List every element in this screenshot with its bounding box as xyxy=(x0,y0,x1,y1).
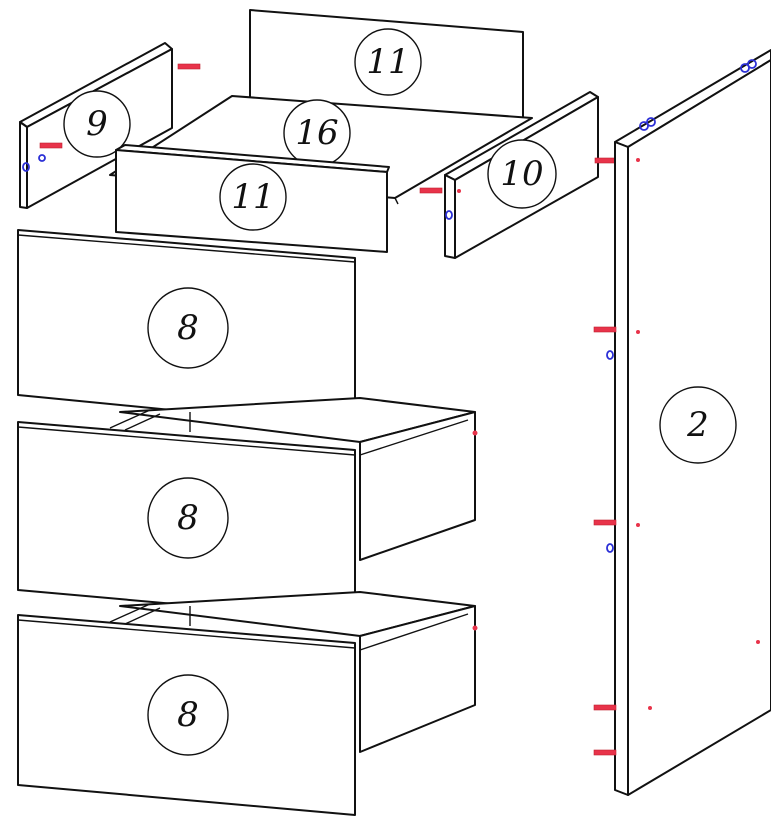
dowel-2b xyxy=(593,519,617,526)
cam-lock-10a xyxy=(445,210,453,220)
cam-lock-2e xyxy=(606,350,614,360)
part-8-bottom-label: 8 xyxy=(177,695,199,735)
part-16-label: 16 xyxy=(295,113,338,153)
part-8-top-label: 8 xyxy=(177,308,199,348)
cam-lock-2c xyxy=(740,63,750,73)
cam-lock-2f xyxy=(606,543,614,553)
part-8-middle-panel: 8 xyxy=(17,421,356,621)
dowel-10b xyxy=(594,157,616,164)
dowel-2d xyxy=(593,749,617,756)
part-9-label: 9 xyxy=(86,104,108,144)
part-8-top-panel: 8 xyxy=(17,229,356,429)
hole-bottom-box xyxy=(472,625,478,631)
hole-2d xyxy=(648,706,652,710)
hole-2c xyxy=(756,640,760,644)
cam-lock-2d xyxy=(747,59,757,69)
part-8-middle-label: 8 xyxy=(177,498,199,538)
hole-2e xyxy=(636,158,640,162)
part-10-label: 10 xyxy=(500,154,543,194)
cam-lock-2a xyxy=(639,121,649,131)
part-10-panel: 10 xyxy=(419,91,616,259)
part-11-back-panel: 11 xyxy=(249,9,524,119)
cam-lock-2b xyxy=(646,117,656,127)
part-11-back-label: 11 xyxy=(366,42,409,82)
dowel-9a xyxy=(177,63,201,70)
cam-lock-9a xyxy=(22,162,30,172)
dowel-9b xyxy=(39,142,63,149)
dowel-2a xyxy=(593,326,617,333)
drawer-box-middle xyxy=(109,397,478,561)
part-8-bottom-panel: 8 xyxy=(17,614,356,816)
hole-middle-box xyxy=(472,430,478,436)
part-11-front-label: 11 xyxy=(231,177,274,217)
drawer-box-bottom xyxy=(109,591,478,753)
part-2-label: 2 xyxy=(686,405,709,445)
cam-lock-9b xyxy=(38,154,46,162)
hole-2b xyxy=(636,523,640,527)
hole-10a xyxy=(457,189,461,193)
part-2-panel: 2 xyxy=(593,49,771,796)
part-9-panel: 9 xyxy=(19,42,201,209)
part-11-front-panel: 11 xyxy=(115,144,390,253)
dowel-10a xyxy=(419,187,443,194)
hole-2a xyxy=(636,330,640,334)
dowel-2c xyxy=(593,704,617,711)
